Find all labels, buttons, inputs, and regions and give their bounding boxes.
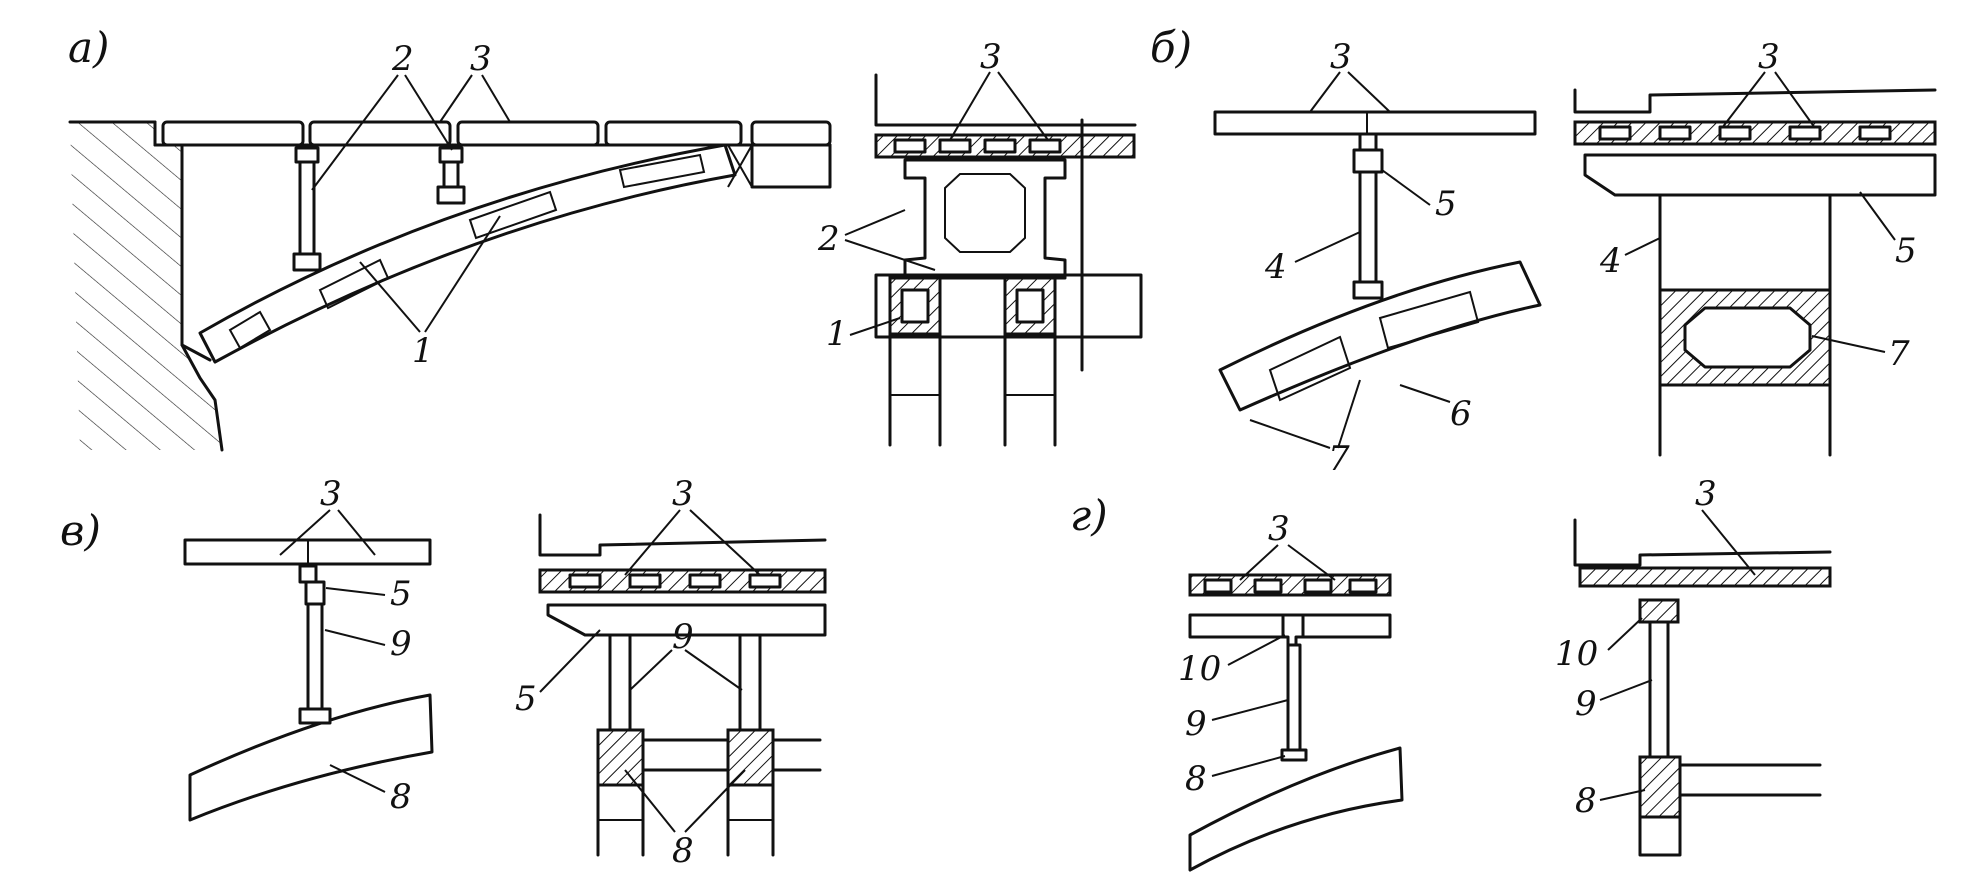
- rib-hatch: [1638, 755, 1682, 819]
- post-base: [436, 185, 466, 205]
- deck-slab: [604, 120, 743, 147]
- label-3: 3: [470, 39, 492, 79]
- label-2: 2: [817, 219, 840, 259]
- deck-slab: [456, 120, 600, 147]
- arch-rib-b: [1218, 260, 1542, 412]
- cap-hatch: [1638, 598, 1680, 624]
- label-3: 3: [1758, 37, 1780, 77]
- pier-cap: [1281, 613, 1305, 647]
- label-8: 8: [1575, 781, 1597, 821]
- callouts-a: 2 3 1: [311, 39, 511, 371]
- deck-hatch: [1578, 566, 1832, 588]
- column: [608, 633, 632, 732]
- label-7: 7: [1888, 334, 1910, 374]
- column: [1358, 170, 1378, 284]
- post-cap: [294, 146, 320, 164]
- label-5: 5: [515, 679, 537, 719]
- callouts-b-section: 3 4 5 7: [1599, 37, 1917, 374]
- label-3: 3: [1330, 37, 1352, 77]
- callouts-a-section: 3 2 1: [817, 37, 1049, 354]
- label-8: 8: [672, 831, 694, 871]
- spandrel-posts-a: [292, 146, 466, 272]
- label-3: 3: [672, 474, 694, 514]
- rock-abutment: [68, 120, 224, 452]
- arch-rib-g: [1188, 746, 1404, 872]
- panel-g-section: 3 10 9 8: [1555, 474, 1832, 857]
- column: [306, 602, 324, 711]
- label-3: 3: [980, 37, 1002, 77]
- callouts-v-section: 3 5 9 8: [515, 474, 761, 871]
- deck-slabs-a: [153, 120, 832, 189]
- panel-a-section: 3 2 1: [817, 37, 1143, 447]
- callouts-g-section: 3 10 9 8: [1555, 474, 1756, 821]
- label-4: 4: [1264, 247, 1287, 287]
- callouts-v: 3 5 9 8: [279, 474, 412, 817]
- deck-slab: [161, 120, 305, 147]
- label-5: 5: [1435, 184, 1457, 224]
- label-5: 5: [1895, 231, 1917, 271]
- column: [1286, 643, 1302, 752]
- label-9: 9: [672, 617, 694, 657]
- panel-b: б) 3 5 4 6 7: [1150, 23, 1542, 479]
- label-3: 3: [320, 474, 342, 514]
- rib-hatch: [726, 728, 775, 787]
- label-6: 6: [1450, 394, 1472, 434]
- box-girder: [903, 158, 1067, 280]
- column: [1648, 620, 1670, 759]
- label-4: 4: [1599, 241, 1622, 281]
- cap-beam: [304, 580, 326, 606]
- deck-slab: [750, 120, 832, 147]
- spandrel-post: [442, 160, 460, 189]
- label-3: 3: [1268, 509, 1290, 549]
- label-9: 9: [390, 624, 412, 664]
- panel-v: в) 3 5 9 8: [60, 474, 434, 822]
- label-3: 3: [1695, 474, 1717, 514]
- panel-v-label: в): [60, 506, 101, 555]
- label-2: 2: [391, 39, 414, 79]
- label-5: 5: [390, 574, 412, 614]
- callouts-b: 3 5 4 6 7: [1249, 37, 1472, 479]
- post-base: [292, 252, 322, 272]
- end-block: [750, 143, 832, 189]
- callouts-g: 3 10 9 8: [1178, 509, 1336, 799]
- cap-beam-v: [546, 603, 827, 637]
- deck-slab: [1213, 110, 1537, 136]
- arch-section: [874, 273, 1143, 339]
- label-1: 1: [826, 314, 848, 354]
- label-10: 10: [1555, 634, 1598, 674]
- panel-b-label: б): [1150, 23, 1192, 72]
- panel-b-section: 3 4 5 7: [1573, 37, 1937, 457]
- panel-a-label: а): [68, 23, 109, 72]
- rib-hatch: [596, 728, 645, 787]
- arch-rib-v: [188, 693, 434, 822]
- column: [738, 633, 762, 732]
- label-8: 8: [1185, 759, 1207, 799]
- label-8: 8: [390, 777, 412, 817]
- label-7: 7: [1328, 439, 1350, 479]
- panel-v-section: 3 5 9 8: [515, 474, 827, 871]
- label-1: 1: [412, 331, 434, 371]
- label-10: 10: [1178, 649, 1221, 689]
- arch-rib-a: [198, 143, 737, 364]
- panel-g-label: г): [1070, 491, 1108, 540]
- cap-beam-b: [1583, 153, 1937, 197]
- deck-slab: [308, 120, 452, 147]
- label-9: 9: [1575, 684, 1597, 724]
- panel-a: а): [68, 23, 832, 452]
- cap-beam: [1352, 148, 1384, 174]
- rib-hatch: [888, 276, 942, 336]
- spandrel-post: [298, 160, 316, 256]
- label-9: 9: [1185, 704, 1207, 744]
- panel-g: г) 3 10 9 8: [1070, 491, 1404, 872]
